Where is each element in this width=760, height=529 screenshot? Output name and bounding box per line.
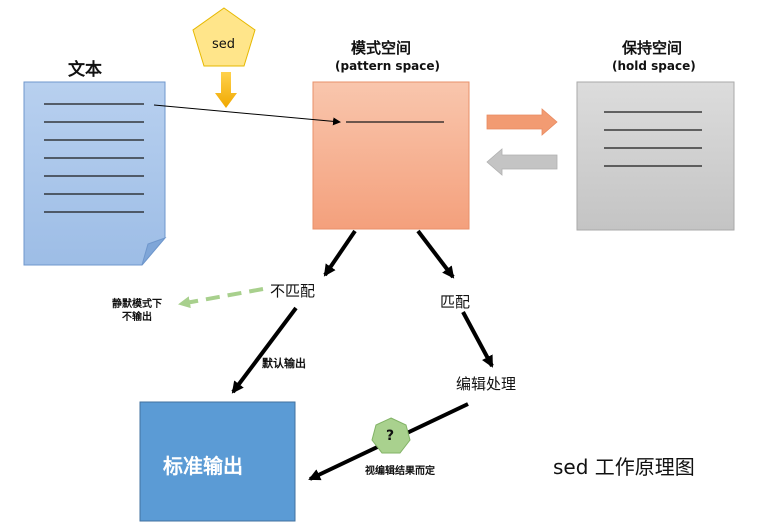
stdout-label: 标准输出 (163, 454, 243, 478)
hold-space-title: 保持空间 (622, 39, 683, 57)
to-edit-arrow (461, 311, 494, 368)
hold-space-subtitle: (hold space) (612, 59, 696, 73)
depends-result-label: 视编辑结果而定 (365, 466, 435, 477)
sed-down-arrow (215, 72, 237, 108)
text-document-lines (44, 103, 144, 213)
default-output-arrow (231, 306, 298, 394)
question-mark: ? (386, 428, 395, 444)
question-heptagon (371, 417, 411, 454)
hold-space-box (576, 81, 735, 231)
match-label: 匹配 (440, 293, 471, 311)
to-no-match-arrow (323, 229, 357, 277)
silent-mode-label: 静默模式下 不输出 (112, 298, 162, 324)
stdout-box (139, 401, 296, 522)
default-output-label: 默认输出 (262, 357, 306, 370)
diagram-title: sed 工作原理图 (553, 455, 695, 479)
text-document-shape (23, 81, 167, 266)
sed-pentagon (192, 7, 256, 67)
to-hold-arrow (486, 108, 558, 136)
edit-process-label: 编辑处理 (456, 375, 517, 393)
sed-label: sed (212, 37, 236, 52)
pattern-space-title: 模式空间 (351, 39, 412, 57)
read-line-arrow (153, 104, 341, 126)
to-match-arrow (416, 229, 455, 279)
pattern-space-box (312, 81, 470, 230)
no-match-label: 不匹配 (270, 282, 316, 300)
hold-space-lines (604, 111, 702, 167)
pattern-space-subtitle: (pattern space) (335, 59, 440, 73)
silent-mode-line1: 静默模式下 (112, 299, 162, 310)
from-hold-arrow (486, 148, 558, 176)
silent-mode-line2: 不输出 (122, 312, 152, 323)
text-document-label: 文本 (68, 60, 102, 80)
silent-dashed-arrow (178, 287, 264, 309)
